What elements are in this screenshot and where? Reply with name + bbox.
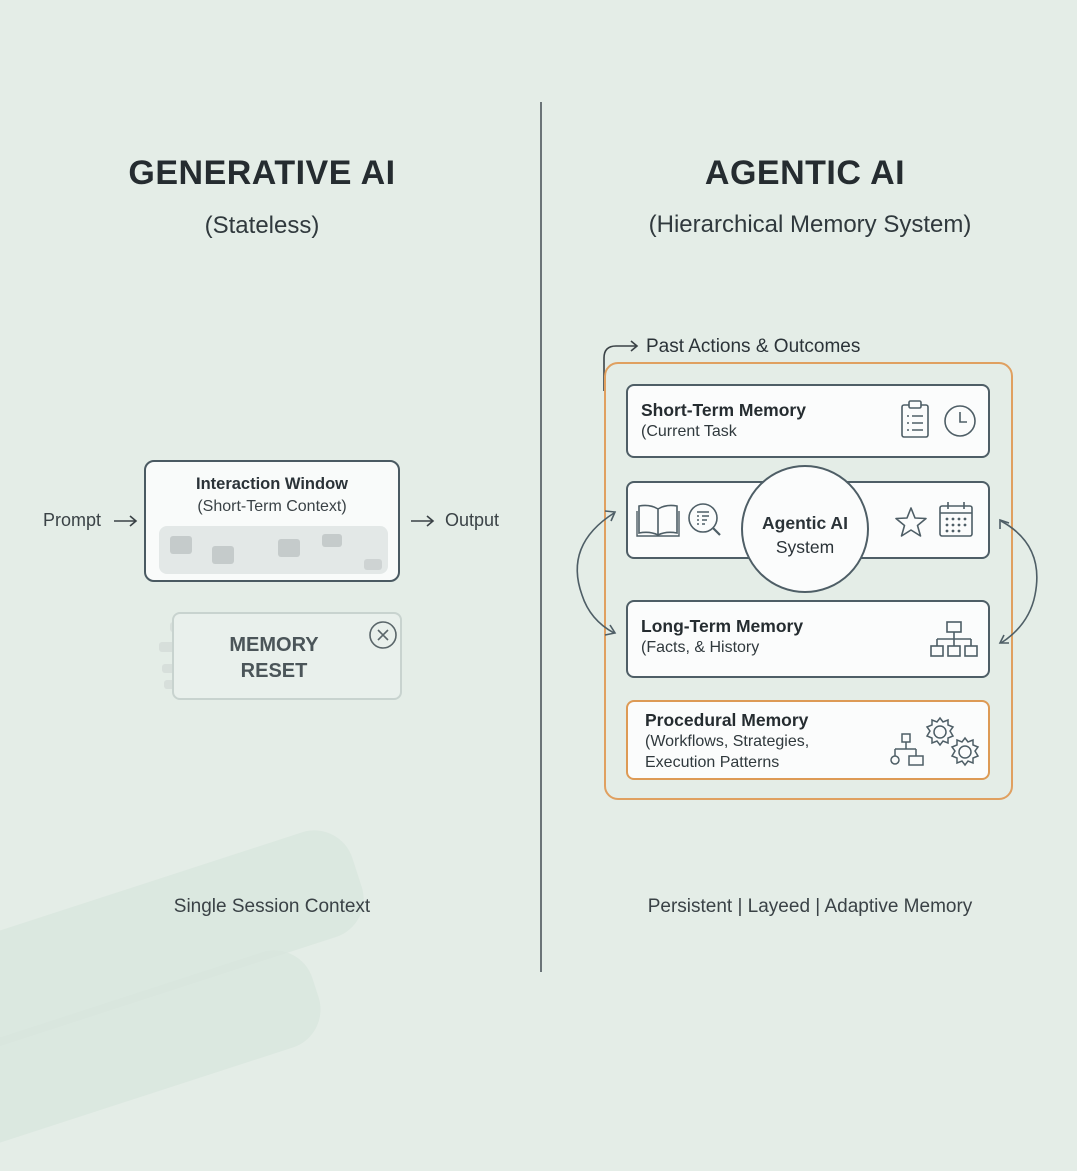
memory-reset-line2: RESET (240, 660, 308, 682)
long-term-memory-subtitle: (Facts, & History (641, 639, 760, 656)
long-term-memory-card: Long-Term Memory (Facts, & History (626, 600, 990, 678)
short-term-memory-subtitle: (Current Task (641, 423, 737, 440)
procedural-memory-subtitle-line1: (Workflows, Strategies, (645, 733, 810, 750)
close-circle-icon (369, 621, 397, 649)
memory-reset-label: MEMORY RESET (204, 632, 344, 684)
book-icon (636, 504, 680, 537)
fading-token (162, 664, 176, 673)
memory-reset-box: MEMORY RESET (172, 612, 402, 700)
hierarchy-icon (930, 621, 978, 657)
procedural-memory-card: Procedural Memory (Workflows, Strategies… (626, 700, 990, 780)
arrow-right-icon (411, 515, 435, 527)
agentic-ai-system-line1: Agentic AI (762, 513, 848, 533)
arrow-right-icon (114, 515, 138, 527)
token-chip (322, 534, 342, 547)
agentic-ai-system-line2: System (775, 537, 835, 557)
output-label: Output (445, 510, 500, 530)
interaction-window-subtitle: (Short-Term Context) (197, 498, 347, 515)
cycle-arrow-left-icon (576, 510, 617, 636)
interaction-window-title: Interaction Window (195, 475, 348, 493)
token-chip (212, 546, 234, 564)
past-actions-label: Past Actions & Outcomes (646, 336, 861, 357)
left-title: GENERATIVE AI (128, 154, 396, 192)
memory-reset-line1: MEMORY (229, 634, 319, 656)
short-term-memory-title: Short-Term Memory (641, 400, 806, 420)
long-term-memory-title: Long-Term Memory (641, 616, 804, 636)
token-area (159, 526, 388, 574)
fading-token (159, 642, 175, 652)
center-divider (540, 102, 542, 972)
left-footer: Single Session Context (173, 896, 371, 917)
procedural-memory-subtitle-line2: Execution Patterns (645, 754, 780, 771)
feedback-arrow-icon (603, 340, 639, 391)
short-term-memory-card: Short-Term Memory (Current Task (626, 384, 990, 458)
calendar-icon (939, 502, 973, 537)
gears-icon (925, 716, 980, 767)
right-title: AGENTIC AI (704, 154, 906, 192)
procedural-memory-title: Procedural Memory (645, 710, 809, 730)
agentic-ai-system-label: Agentic AI System (743, 511, 867, 559)
prompt-label: Prompt (43, 510, 102, 530)
token-chip (364, 559, 382, 570)
agentic-ai-system-node: Agentic AI System (741, 465, 869, 593)
clipboard-icon (901, 400, 929, 438)
token-chip (170, 536, 192, 554)
memory-system-container (604, 362, 1013, 800)
token-chip (278, 539, 300, 557)
cycle-arrow-right-icon (998, 518, 1038, 644)
right-footer: Persistent | Layeed | Adaptive Memory (647, 896, 973, 917)
clock-icon (944, 405, 976, 437)
interaction-window: Interaction Window (Short-Term Context) (144, 460, 400, 582)
flowchart-icon (890, 733, 924, 766)
star-icon (895, 507, 927, 537)
left-subtitle: (Stateless) (204, 212, 320, 239)
right-subtitle: (Hierarchical Memory System) (648, 211, 972, 238)
search-list-icon (688, 503, 721, 536)
